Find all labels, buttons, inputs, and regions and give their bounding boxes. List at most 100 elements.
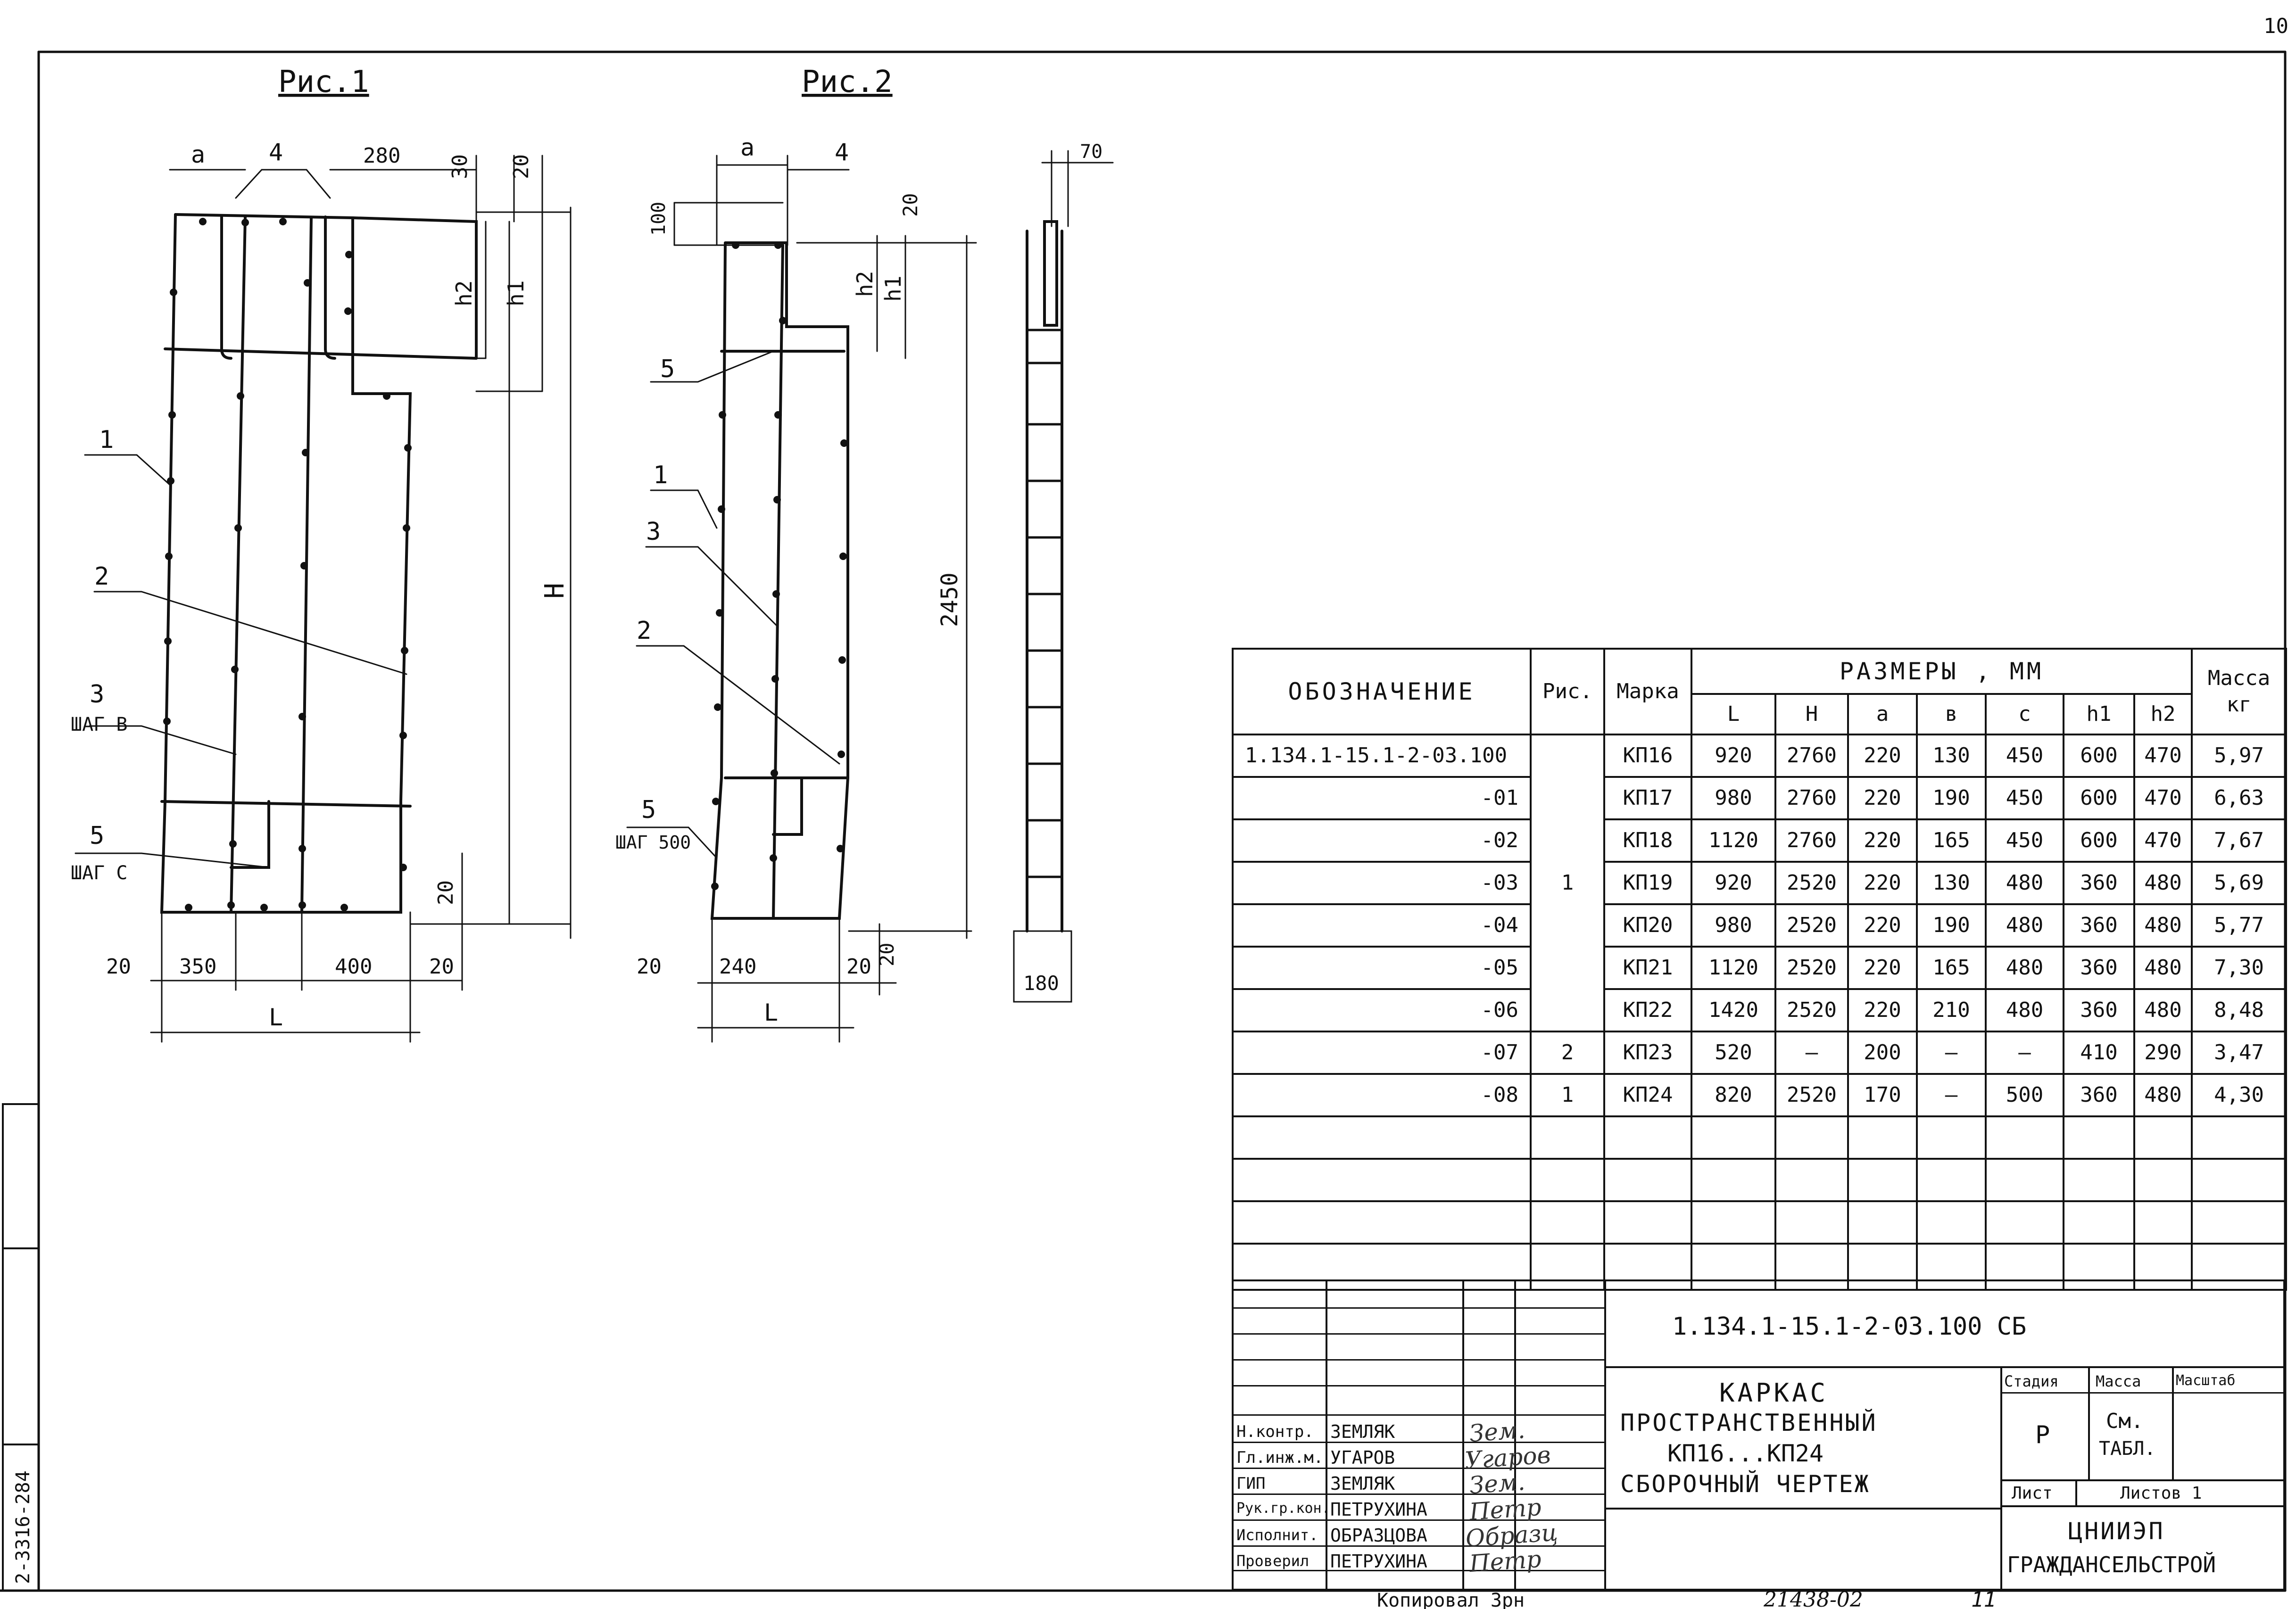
staff-role-5: Исполнит. [1236, 1526, 1318, 1544]
empty-cell [2133, 1115, 2193, 1160]
mass-value-2: ТАБЛ. [2099, 1438, 2156, 1460]
cell-h2: 480 [2133, 946, 2193, 990]
empty-cell [1603, 1158, 1692, 1202]
fig1-dim-h2: h2 [451, 281, 477, 306]
staff-name-3: ЗЕМЛЯК [1330, 1473, 1395, 1494]
cell-mark: КП22 [1603, 988, 1692, 1032]
header-mass-label: Масса [2207, 666, 2271, 690]
section-dim-70: 70 [1080, 141, 1102, 163]
cell-h2: 470 [2133, 818, 2193, 863]
table-row: -07 2 КП23 520 — 200 — — 410 290 3,47 [1232, 1031, 2288, 1075]
table-row-empty [1232, 1158, 2288, 1202]
cell-H: 2760 [1774, 818, 1849, 863]
cell-b: 190 [1916, 903, 1987, 948]
cell-L: 980 [1691, 776, 1776, 820]
cell-c: 480 [1985, 903, 2064, 948]
cell-designation: -02 [1232, 818, 1532, 863]
cell-b: 165 [1916, 818, 1987, 863]
cell-mark: КП16 [1603, 734, 1692, 778]
title-line-3: КП16...КП24 [1667, 1440, 1824, 1467]
empty-cell [2063, 1158, 2135, 1202]
title-line-4: СБОРОЧНЫЙ ЧЕРТЕЖ [1620, 1470, 1870, 1498]
footer-inventory-number: 21438-02 [1764, 1590, 1863, 1609]
sheets-label: Листов 1 [2120, 1484, 2202, 1503]
cell-b: 130 [1916, 861, 1987, 905]
mass-label: Масса [2096, 1372, 2141, 1390]
cell-L: 980 [1691, 903, 1776, 948]
cell-a: 220 [1847, 903, 1918, 948]
fig2-dim-L: L [764, 999, 778, 1026]
header-designation: ОБОЗНАЧЕНИЕ [1232, 648, 1532, 735]
empty-cell [1916, 1115, 1987, 1160]
cell-fig: 2 [1530, 1031, 1605, 1075]
empty-cell [1847, 1243, 1918, 1291]
table-row: -08 1 КП24 820 2520 170 — 500 360 480 4,… [1232, 1073, 2288, 1117]
cell-b: — [1916, 1073, 1987, 1117]
cell-mark: КП24 [1603, 1073, 1692, 1117]
empty-cell [1774, 1115, 1849, 1160]
empty-cell [1691, 1115, 1776, 1160]
fig1-dim-20-mid: 20 [434, 880, 458, 905]
empty-cell [1847, 1200, 1918, 1245]
empty-cell [2191, 1200, 2288, 1245]
empty-cell [2191, 1158, 2288, 1202]
empty-cell [2063, 1200, 2135, 1245]
fig1-dim-a: a [191, 141, 205, 168]
cell-h2: 480 [2133, 903, 2193, 948]
cell-H: 2520 [1774, 903, 1849, 948]
fig2-dim-20-vert: 20 [875, 942, 898, 966]
title-line-2: ПРОСТРАНСТВЕННЫЙ [1620, 1409, 1878, 1436]
empty-cell [1691, 1243, 1776, 1291]
fig2-dim-h1: h1 [880, 276, 906, 302]
cell-c: 480 [1985, 861, 2064, 905]
empty-cell [1985, 1243, 2064, 1291]
fig1-step-c: ШАГ С [71, 862, 127, 884]
fig1-dim-H: H [539, 583, 570, 599]
figure-labels: Рис.1 Рис.2 a 4 280 30 20 h2 h1 H 20 20 … [12, 14, 2288, 1584]
cell-a: 220 [1847, 988, 1918, 1032]
section-dim-180: 180 [1023, 972, 1059, 995]
side-stamp: 2-3316-284 [12, 1470, 34, 1584]
cell-fig: 1 [1530, 1073, 1605, 1117]
section-view [1013, 150, 1114, 1003]
cell-H: — [1774, 1031, 1849, 1075]
cell-H: 2520 [1774, 861, 1849, 905]
empty-cell [1774, 1243, 1849, 1291]
fig2-callout-3: 3 [646, 518, 661, 546]
fig2-dim-240: 240 [719, 955, 756, 979]
cell-b: — [1916, 1031, 1987, 1075]
table-row: -01 КП17 980 2760 220 190 450 600 470 6,… [1232, 776, 2288, 820]
cell-designation: -06 [1232, 988, 1532, 1032]
empty-cell [1985, 1200, 2064, 1245]
cell-mark: КП18 [1603, 818, 1692, 863]
document-code: 1.134.1-15.1-2-03.100 СБ [1672, 1312, 2027, 1341]
header-col-b: в [1916, 693, 1987, 735]
staff-role-3: ГИП [1236, 1474, 1266, 1493]
page-number: 10 [2263, 14, 2288, 38]
cell-mass: 8,48 [2191, 988, 2288, 1032]
header-mark: Марка [1603, 648, 1692, 735]
table-row: -06 КП22 1420 2520 220 210 480 360 480 8… [1232, 988, 2288, 1032]
staff-name-4: ПЕТРУХИНА [1330, 1499, 1427, 1520]
figure-2-cage [626, 155, 977, 1043]
empty-cell [1985, 1115, 2064, 1160]
cell-h1: 360 [2063, 946, 2135, 990]
staff-name-6: ПЕТРУХИНА [1330, 1551, 1427, 1572]
cell-h1: 600 [2063, 776, 2135, 820]
staff-name-2: УГАРОВ [1330, 1447, 1395, 1468]
cell-designation: 1.134.1-15.1-2-03.100 [1232, 734, 1532, 778]
header-col-H: H [1774, 693, 1849, 735]
staff-role-1: Н.контр. [1236, 1422, 1314, 1441]
cell-b: 130 [1916, 734, 1987, 778]
empty-cell [2133, 1243, 2193, 1291]
cell-a: 220 [1847, 734, 1918, 778]
cell-h1: 360 [2063, 861, 2135, 905]
fig1-callout-1: 1 [99, 426, 114, 454]
cell-mark: КП21 [1603, 946, 1692, 990]
header-col-h2: h2 [2133, 693, 2193, 735]
empty-cell [1847, 1115, 1918, 1160]
empty-cell [1232, 1115, 1532, 1160]
fig1-dim-20-right: 20 [429, 955, 454, 979]
cell-L: 920 [1691, 861, 1776, 905]
cell-a: 220 [1847, 776, 1918, 820]
